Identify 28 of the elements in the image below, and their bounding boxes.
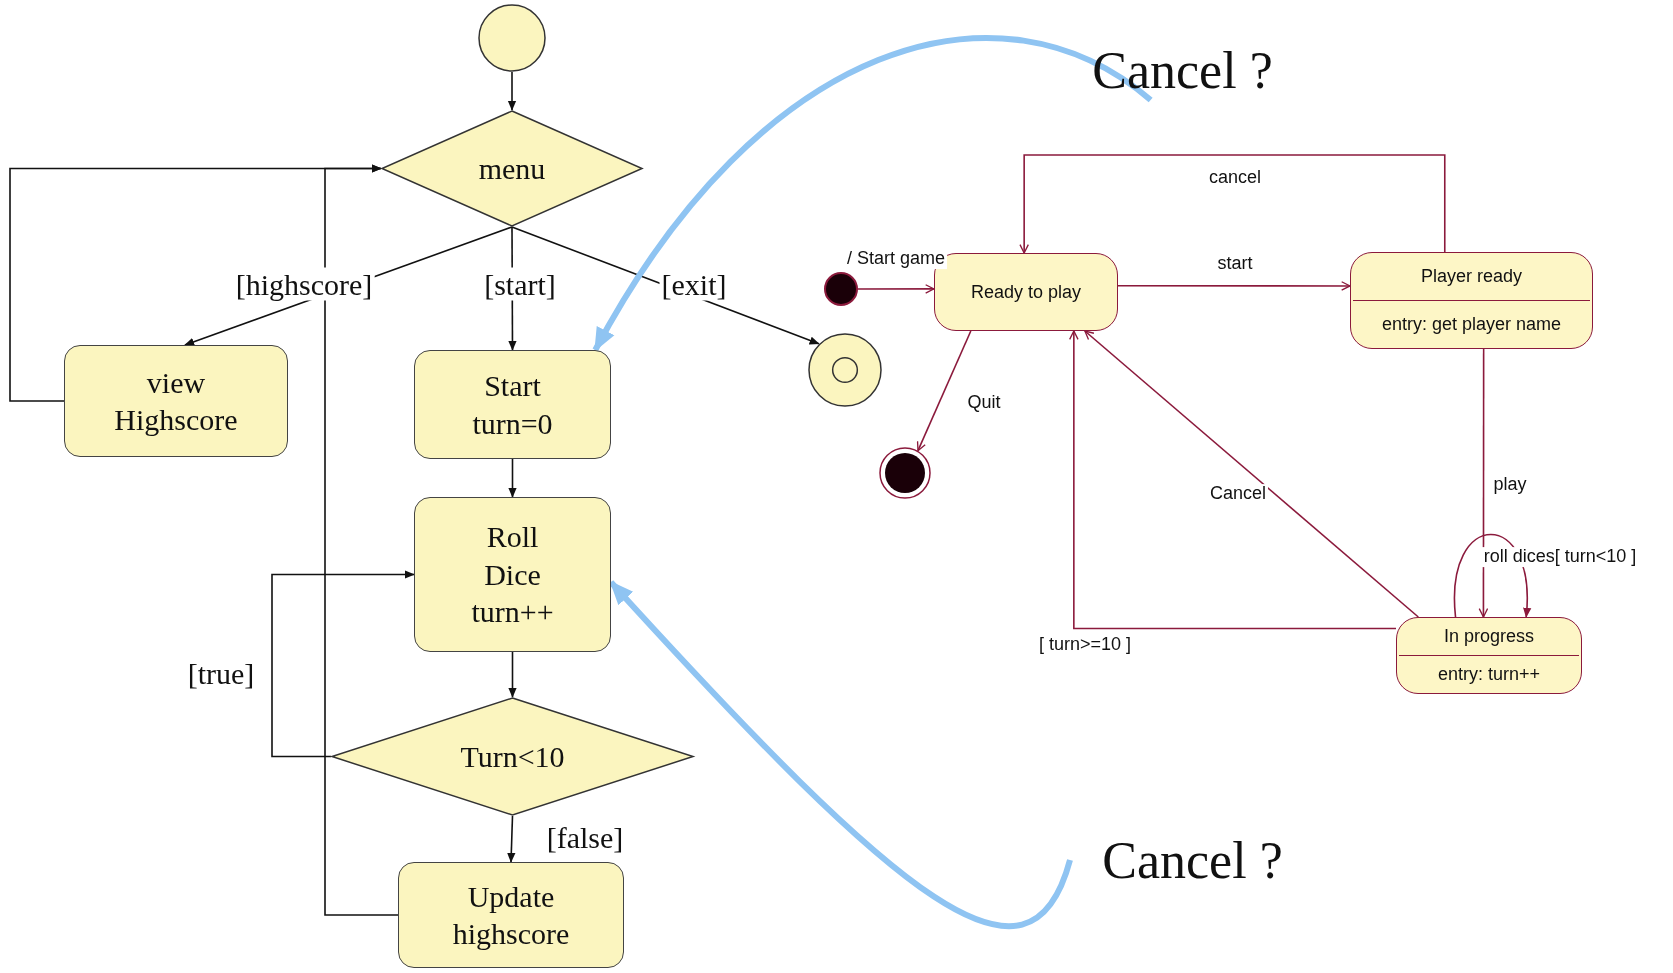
end-circle [808, 333, 882, 407]
activity-box [414, 350, 611, 459]
activity-box [414, 497, 611, 652]
decision-diamond [331, 697, 694, 816]
activity-box [64, 345, 288, 457]
node-label: Turn<10 [460, 738, 565, 775]
annotation-text: Cancel ? [1102, 830, 1283, 890]
node-label: view Highscore [113, 364, 239, 438]
entry-action: entry: turn++ [1437, 664, 1541, 685]
decision-diamond [381, 110, 643, 227]
final-state [879, 447, 931, 499]
node-label: Update highscore [451, 878, 571, 952]
annotation-text: Cancel ? [1092, 40, 1273, 100]
activity-box [398, 862, 624, 968]
entry-action: entry: get player name [1381, 314, 1562, 335]
state-name: Ready to play [970, 281, 1082, 303]
start-circle [478, 4, 546, 72]
node-label: menu [478, 150, 546, 187]
state-box [1350, 252, 1593, 349]
node-label: Roll Dice turn++ [470, 519, 555, 631]
initial-state-dot [824, 272, 858, 306]
edge-label: play [1491, 475, 1529, 495]
state-box [1396, 617, 1582, 694]
node-label: Start turn=0 [471, 368, 554, 442]
state-name: In progress [1443, 626, 1534, 647]
edge-label: Quit [965, 393, 1003, 413]
state-name: Player ready [1420, 266, 1523, 287]
edge-label: / Start game [845, 249, 947, 269]
